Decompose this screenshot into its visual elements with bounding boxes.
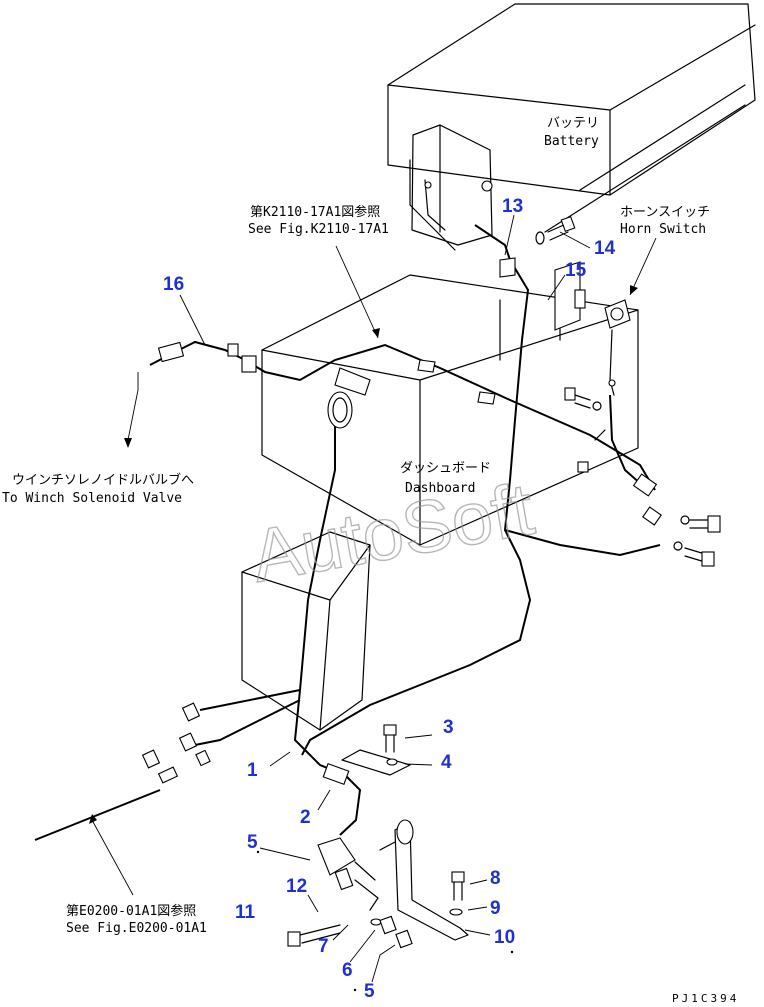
text-labels: バッテリ Battery ホーンスイッチ Horn Switch 第K2110-… — [2, 116, 739, 1005]
leader-lines — [89, 214, 657, 992]
callout-14: 14 — [594, 238, 616, 259]
callout-5-lower: 5 — [364, 981, 375, 1002]
connectors — [141, 341, 662, 786]
drawing-code: PJ1C394 — [672, 992, 739, 1005]
callout-13: 13 — [502, 196, 523, 217]
bolt-3 — [383, 724, 397, 753]
lower-column-box — [241, 531, 371, 731]
ref-top-label-en: See Fig.K2110-17A1 — [248, 222, 389, 237]
bolt-8 — [451, 871, 465, 901]
bolts-right — [564, 387, 721, 567]
callout-12: 12 — [286, 876, 307, 897]
callout-4: 4 — [441, 752, 452, 773]
washer-9 — [449, 908, 463, 916]
callout-numbers: 13 14 15 16 1 2 3 4 5 5 6 7 8 9 10 11 12 — [163, 196, 616, 1002]
callout-9: 9 — [490, 898, 501, 919]
bolt-11 — [287, 924, 341, 947]
winch-label-en: To Winch Solenoid Valve — [2, 491, 182, 506]
callout-3: 3 — [443, 717, 454, 738]
callout-6: 6 — [342, 960, 353, 981]
callout-16: 16 — [163, 274, 184, 295]
callout-2: 2 — [300, 807, 311, 828]
callout-5-upper: 5 — [247, 832, 258, 853]
winch-label-ja: ウインチソレノイドルバルブへ — [12, 472, 194, 488]
relay-5 — [317, 837, 379, 911]
ref-bottom-label-en: See Fig.E0200-01A1 — [66, 921, 207, 936]
callout-8: 8 — [490, 868, 501, 889]
washer-4 — [341, 749, 411, 776]
callout-10: 10 — [494, 927, 515, 948]
horn-switch-label-en: Horn Switch — [620, 222, 706, 237]
battery-label-ja: バッテリ — [547, 116, 599, 131]
watermark: AutoSoft — [246, 467, 540, 598]
ref-bottom-label-ja: 第E0200-01A1図参照 — [66, 903, 196, 919]
bolt-14 — [535, 215, 576, 245]
callout-15: 15 — [565, 260, 587, 281]
battery-terminal — [411, 124, 493, 246]
callout-7: 7 — [318, 936, 329, 957]
callout-11: 11 — [235, 902, 256, 923]
wiring-harness — [34, 224, 661, 841]
parts-6-5 — [370, 915, 413, 949]
harness-clamps — [334, 257, 589, 473]
battery-box — [387, 3, 756, 251]
dashboard-label-en: Dashboard — [405, 481, 475, 496]
horn-switch-label-ja: ホーンスイッチ — [620, 205, 710, 220]
battery-label-en: Battery — [544, 134, 599, 149]
dashboard-label-ja: ダッシュボード — [400, 461, 491, 476]
bracket-10 — [379, 819, 469, 941]
horn-switch — [604, 299, 631, 396]
callout-1: 1 — [247, 760, 258, 781]
ref-top-label-ja: 第K2110-17A1図参照 — [250, 204, 380, 220]
